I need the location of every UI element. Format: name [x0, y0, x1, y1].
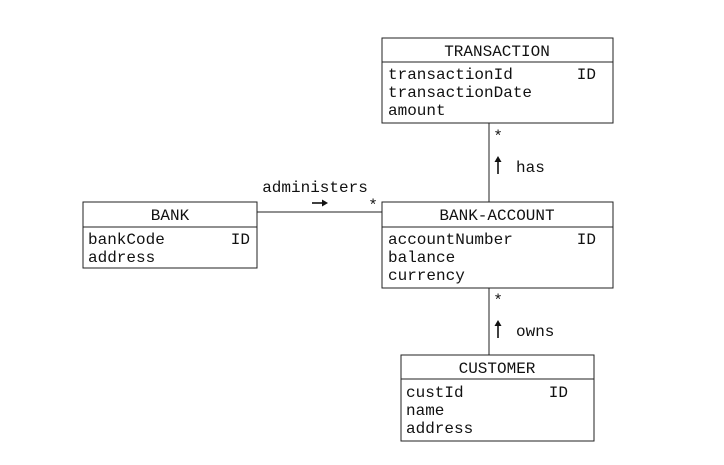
relation-owns: * owns: [493, 292, 554, 341]
attribute-name: currency: [388, 267, 465, 285]
attribute-name: accountNumber: [388, 231, 513, 249]
attribute-name: transactionDate: [388, 84, 532, 102]
attribute-key: ID: [549, 384, 568, 402]
attribute-name: name: [406, 402, 444, 420]
entity-bank-account[interactable]: BANK-ACCOUNT accountNumber ID balance cu…: [381, 201, 614, 289]
relation-label: has: [516, 159, 545, 177]
relation-has: * has: [493, 128, 545, 177]
entity-title: CUSTOMER: [459, 360, 536, 378]
multiplicity-label: *: [368, 197, 378, 215]
entity-transaction[interactable]: TRANSACTION transactionId ID transaction…: [381, 37, 614, 124]
arrowhead-right-icon: [322, 199, 328, 207]
attribute-name: address: [406, 420, 473, 438]
attribute-key: ID: [577, 66, 596, 84]
attribute-name: custId: [406, 384, 464, 402]
entity-customer[interactable]: CUSTOMER custId ID name address: [400, 354, 595, 442]
relation-label: owns: [516, 323, 554, 341]
attribute-name: bankCode: [88, 231, 165, 249]
relation-label: administers: [262, 179, 368, 197]
entity-bank[interactable]: BANK bankCode ID address: [82, 201, 258, 269]
entity-title: TRANSACTION: [444, 43, 550, 61]
multiplicity-label: *: [493, 292, 503, 310]
attribute-name: balance: [388, 249, 455, 267]
attribute-name: transactionId: [388, 66, 513, 84]
multiplicity-label: *: [493, 128, 503, 146]
attribute-key: ID: [231, 231, 250, 249]
arrowhead-up-icon: [494, 156, 502, 162]
arrowhead-up-icon: [494, 320, 502, 326]
entity-title: BANK: [151, 207, 190, 225]
relation-administers: administers *: [262, 179, 378, 215]
attribute-name: amount: [388, 102, 446, 120]
attribute-name: address: [88, 249, 155, 267]
entity-title: BANK-ACCOUNT: [439, 207, 554, 225]
attribute-key: ID: [577, 231, 596, 249]
